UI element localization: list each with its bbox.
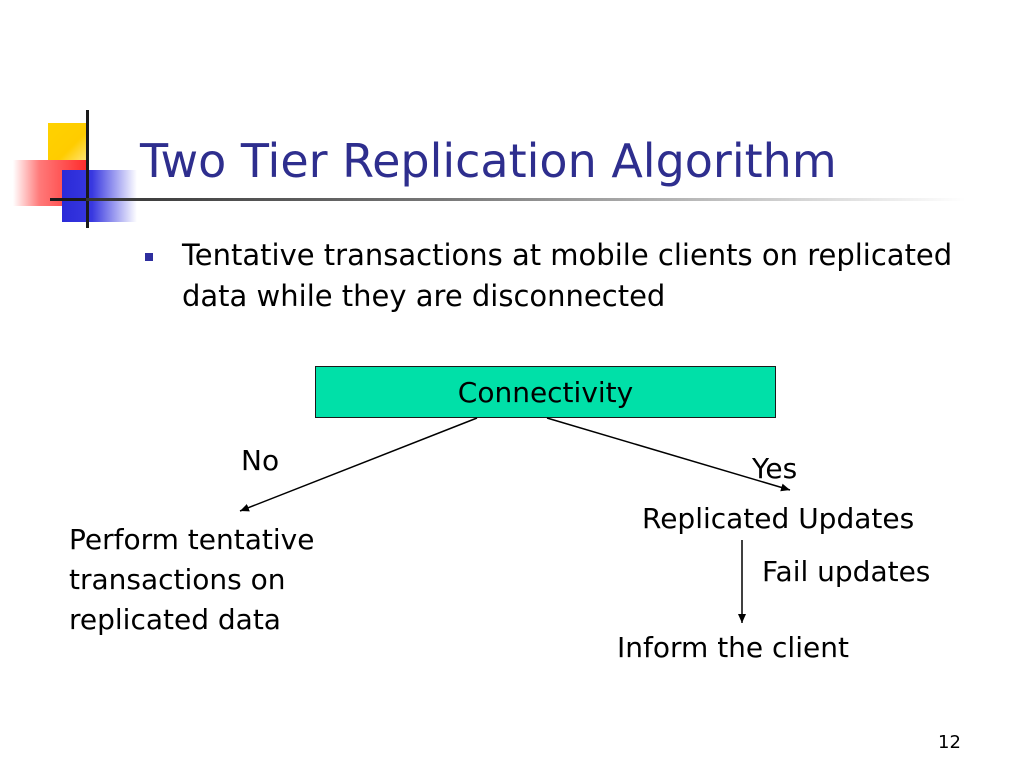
replicated-updates-label: Replicated Updates [642, 502, 915, 535]
logo-yellow-square [48, 123, 86, 164]
title-underline [86, 198, 966, 201]
arrow-yes-branch [546, 417, 791, 492]
inform-client-label: Inform the client [617, 631, 849, 664]
branch-yes-label: Yes [752, 452, 798, 485]
logo-vertical-line [86, 110, 89, 228]
decision-label: Connectivity [457, 375, 634, 409]
page-number: 12 [938, 732, 961, 753]
slide-title: Two Tier Replication Algorithm [140, 134, 837, 188]
arrow-no-branch [239, 417, 478, 512]
decorative-logo [0, 0, 150, 240]
perform-tentative-label: Perform tentative transactions on replic… [69, 523, 315, 636]
fail-updates-label: Fail updates [762, 555, 931, 588]
bullet-text: Tentative transactions at mobile clients… [182, 238, 953, 313]
logo-blue-square [62, 170, 137, 222]
decision-box: Connectivity [315, 366, 776, 418]
branch-no-label: No [241, 444, 280, 477]
bullet-square-icon [145, 253, 153, 261]
